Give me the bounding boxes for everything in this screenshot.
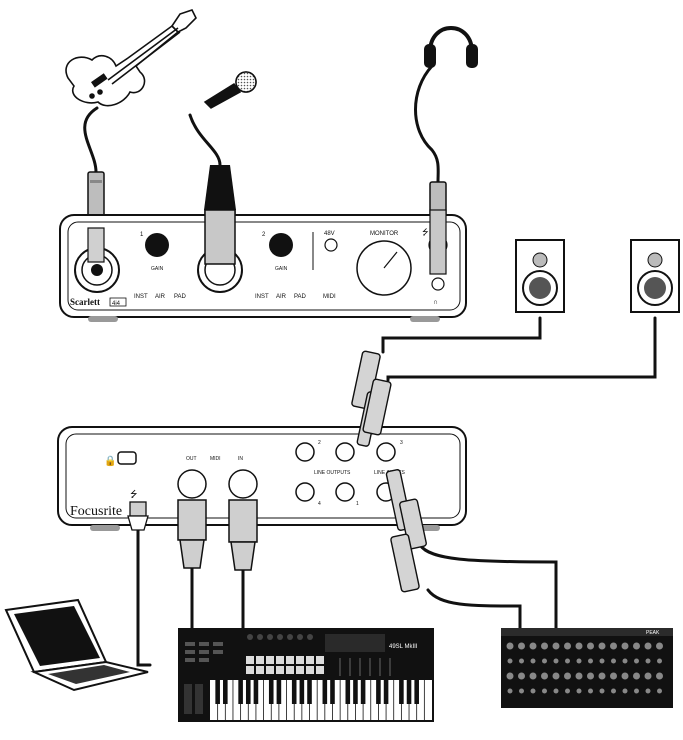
out-4-number: 4 [318,501,321,507]
line-output-4[interactable] [295,482,315,502]
front-brand: Scarlett [70,297,100,307]
line-output-2[interactable] [295,442,315,462]
left-speaker-icon [515,239,565,313]
front-model-badge: 4i4 [112,301,121,307]
guitar-cable [83,106,99,174]
gain-label-2: GAIN [275,266,288,272]
usb-symbol-rear: ⭍ [130,489,138,499]
speaker-jack-plugs [351,350,392,447]
right-speaker-icon [630,239,680,313]
headphone-symbol: ∩ [433,299,438,306]
kensington-slot [117,451,137,465]
monitor-label: MONITOR [370,231,399,237]
inst-label-2: INST [255,294,269,300]
midi-label-rear: MIDI [210,456,221,462]
guitar-icon [65,9,197,107]
right-speaker-cable [386,316,657,382]
out-3-number: 3 [400,440,403,446]
out-1-number: 1 [356,501,359,507]
air-label-2: AIR [276,294,287,300]
synth-icon: PEAK [501,628,673,708]
rear-brand: Focusrite [70,504,122,519]
midi-in-label: IN [238,456,243,462]
line-output-3[interactable] [335,482,355,502]
keyboard-model: 49SL MkIII [389,644,418,650]
phantom-button[interactable] [324,238,338,252]
synth-cable-1 [418,543,558,630]
midi-out-port[interactable] [177,469,207,499]
pad-label-2: PAD [294,294,307,300]
laptop-icon [4,598,149,692]
pad-label-1: PAD [174,294,187,300]
microphone-icon [203,71,257,109]
out-2-number: 2 [318,440,321,446]
left-speaker-cable [381,316,542,354]
midi-out-label: OUT [186,456,197,462]
gain-knob-1[interactable] [145,233,169,257]
synth-cable-2 [426,588,522,630]
focusrite-rear-panel: 🔒 Focusrite OUT MIDI IN 2 4 1 LINE OUTPU… [57,426,467,531]
usb-plug: ⭍ [127,489,149,531]
inst-label-1: INST [134,294,148,300]
input-1-number: 1 [140,232,144,238]
headphones-icon [424,26,478,68]
usb-cable [136,528,152,667]
phantom-label: 48V [324,231,335,237]
lock-icon: 🔒 [104,455,116,467]
scarlett-front-panel: 1 GAIN 2 GAIN INST AIR PAD INST AIR PAD … [59,214,467,322]
midi-plugs [177,499,258,571]
line-input-1[interactable] [376,442,396,462]
gain-knob-2[interactable] [269,233,293,257]
line-output-1[interactable] [335,442,355,462]
usb-symbol-front: ⭍ [422,228,429,237]
cables [83,64,657,667]
midi-label-front: MIDI [323,294,336,300]
line-outputs-label: LINE OUTPUTS [314,470,351,476]
input-2-number: 2 [262,232,266,238]
mic-cable [188,113,222,167]
synth-model: PEAK [646,630,660,636]
midi-keyboard-icon: 49SL MkIII [178,628,434,722]
midi-in-port[interactable] [228,469,258,499]
air-label-1: AIR [155,294,166,300]
line-input-jack-plugs [385,469,427,593]
headphone-cable [414,64,440,184]
gain-label-1: GAIN [151,266,164,272]
